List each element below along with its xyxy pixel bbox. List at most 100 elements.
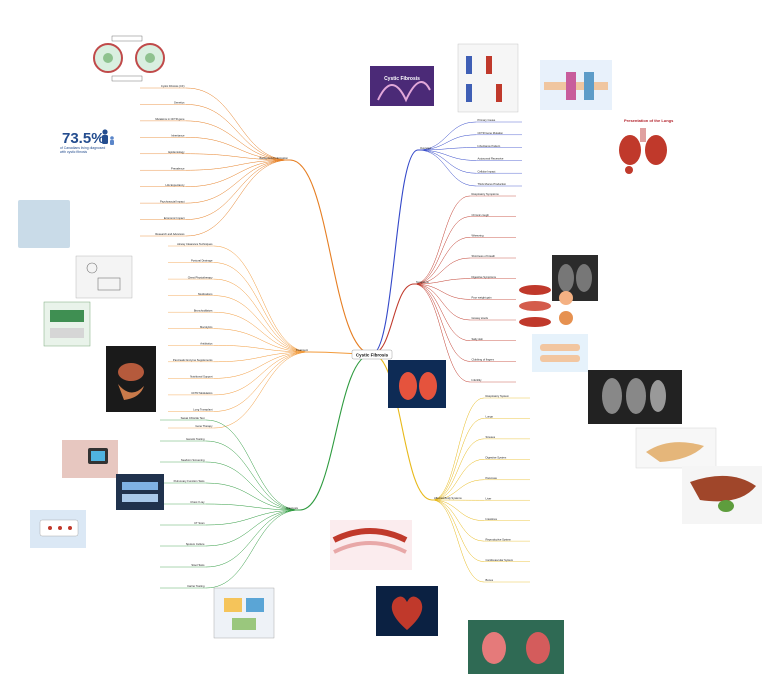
leaf-label[interactable]: Sinuses bbox=[486, 435, 496, 439]
leaf-label[interactable]: Clubbing of fingers bbox=[472, 358, 495, 362]
leaf-label[interactable]: Chest X-ray bbox=[190, 500, 205, 504]
overview-branch-label[interactable]: Overview bbox=[420, 146, 431, 150]
leaf-label[interactable]: Pancreas bbox=[486, 476, 498, 480]
leaf-link bbox=[431, 459, 485, 501]
leaf-link bbox=[185, 159, 291, 204]
leaf-label[interactable]: Autosomal Recessive bbox=[478, 157, 504, 161]
leaf-label[interactable]: Wheezing bbox=[472, 234, 484, 238]
digestive-system-icon bbox=[106, 346, 156, 412]
leaf-label[interactable]: Nutritional Support bbox=[190, 375, 213, 379]
leaf-label[interactable]: Inheritance bbox=[171, 134, 185, 138]
central-topic-label: Cystic Fibrosis bbox=[356, 353, 389, 358]
leaf-link bbox=[417, 134, 477, 151]
leaf-label[interactable]: CFTR Modulators bbox=[191, 391, 213, 395]
leaf-label[interactable]: Medications bbox=[198, 292, 213, 296]
cftr-channel-icon bbox=[540, 60, 612, 110]
leaf-label[interactable]: Greasy stools bbox=[472, 316, 489, 320]
leaf-label[interactable]: Chest Physiotherapy bbox=[188, 275, 213, 279]
leaf-label[interactable]: Sputum Culture bbox=[186, 542, 205, 546]
leaf-label[interactable]: Bronchodilators bbox=[194, 308, 213, 312]
leaf-link bbox=[417, 147, 477, 151]
leaf-link bbox=[431, 479, 485, 501]
leaf-label[interactable]: Gene Therapy bbox=[195, 424, 213, 428]
leaf-label[interactable]: Pancreatic Enzyme Supplements bbox=[173, 358, 213, 362]
leaf-label[interactable]: Economic Impact bbox=[164, 216, 185, 220]
leaf-label[interactable]: Antibiotics bbox=[200, 341, 213, 345]
leaf-label[interactable]: Postural Drainage bbox=[191, 259, 213, 263]
symptoms-branch-label[interactable]: Symptoms bbox=[416, 280, 429, 284]
leaf-link bbox=[413, 283, 471, 321]
leaf-link bbox=[213, 351, 311, 412]
leaf-label[interactable]: Mucolytics bbox=[200, 325, 213, 329]
pill-box-icon bbox=[43, 301, 91, 347]
leaf-link bbox=[213, 351, 311, 429]
leaf-link bbox=[413, 216, 471, 285]
sputum-sample-icon bbox=[519, 285, 573, 327]
leaf-label[interactable]: Liver bbox=[486, 496, 492, 500]
diagnosis-branch-label[interactable]: Diagnosis bbox=[286, 506, 298, 510]
leaf-label[interactable]: Genetics bbox=[174, 101, 185, 105]
leaf-label[interactable]: Sweat Chloride Test bbox=[181, 416, 205, 420]
leaf-label[interactable]: Pulmonary Function Tests bbox=[174, 479, 206, 483]
artery-icon bbox=[330, 520, 412, 570]
leaf-label[interactable]: Inheritance Pattern bbox=[478, 144, 501, 148]
leaf-link bbox=[413, 278, 471, 285]
leaf-link bbox=[431, 499, 485, 583]
chest-xray-icon bbox=[552, 255, 598, 301]
leaf-label[interactable]: Life Expectancy bbox=[166, 183, 186, 187]
inheritance-chart-icon bbox=[213, 587, 275, 639]
leaf-link bbox=[213, 345, 311, 353]
leaf-label[interactable]: Thick Mucus Production bbox=[478, 182, 507, 186]
leaf-label[interactable]: Shortness of breath bbox=[472, 254, 496, 258]
stat-caption: of Canadians living diagnosed with cysti… bbox=[60, 146, 106, 155]
leaf-label[interactable]: Research and Advances bbox=[155, 232, 185, 236]
treatment-branch-label[interactable]: Treatment bbox=[296, 348, 308, 352]
leaf-label[interactable]: Epidemiology bbox=[168, 150, 185, 154]
parent-child-icon bbox=[102, 129, 114, 145]
lungs-caption: Presentation of the Lungs bbox=[624, 118, 674, 123]
leaf-label[interactable]: Lung Transplant bbox=[193, 408, 213, 412]
leaf-label[interactable]: Chronic cough bbox=[472, 213, 490, 217]
leaf-label[interactable]: Cystic Fibrosis (CF) bbox=[161, 84, 185, 88]
leaf-label[interactable]: Digestive Symptoms bbox=[472, 275, 497, 279]
leaf-link bbox=[205, 509, 301, 526]
leaf-link bbox=[417, 149, 477, 187]
affected-body-systems-trunk bbox=[371, 353, 433, 501]
leaf-label[interactable]: Genetic Testing bbox=[186, 437, 205, 441]
leaf-label[interactable]: Mutations in CFTR gene bbox=[155, 117, 185, 121]
leaf-label[interactable]: Reproductive System bbox=[486, 537, 512, 541]
leaf-label[interactable]: Prevalence bbox=[171, 166, 185, 170]
leaf-label[interactable]: CFTR Gene Mutation bbox=[478, 131, 504, 135]
leaf-label[interactable]: Carrier Testing bbox=[187, 584, 205, 588]
leaf-link bbox=[205, 440, 301, 511]
leaf-label[interactable]: Cardiovascular System bbox=[486, 558, 514, 562]
leaf-label[interactable]: CT Scan bbox=[194, 521, 205, 525]
leaf-label[interactable]: Airway Clearance Techniques bbox=[177, 242, 213, 246]
affected-body-systems-branch-label[interactable]: Affected Body Systems bbox=[434, 496, 462, 500]
leaf-label[interactable]: Stool Tests bbox=[191, 563, 205, 567]
leaf-link bbox=[213, 351, 311, 396]
cell-diagram-icon bbox=[93, 35, 165, 82]
leaf-label[interactable]: Poor weight gain bbox=[472, 296, 493, 300]
leaf-link bbox=[431, 397, 485, 501]
leaf-label[interactable]: Digestive System bbox=[486, 456, 508, 460]
leaf-label[interactable]: Cellular Impact bbox=[478, 169, 496, 173]
leaf-label[interactable]: Salty skin bbox=[472, 337, 484, 341]
stat-block: 73.5% of Canadians living diagnosed with… bbox=[60, 129, 114, 155]
leaf-label[interactable]: Bones bbox=[486, 578, 494, 582]
background-info-branch-label[interactable]: Background Information bbox=[259, 156, 288, 160]
leaf-link bbox=[213, 351, 311, 379]
leaf-label[interactable]: Psychosocial Impact bbox=[160, 199, 185, 203]
leaf-link bbox=[213, 262, 311, 353]
leaf-label[interactable]: Intestines bbox=[486, 517, 498, 521]
leaf-label[interactable]: Primary Cause bbox=[478, 118, 496, 122]
leaf-link bbox=[431, 499, 485, 521]
leaf-label[interactable]: Lungs bbox=[486, 415, 494, 419]
leaf-label[interactable]: Respiratory System bbox=[486, 394, 510, 398]
dna-banner-icon: Cystic Fibrosis bbox=[370, 66, 434, 106]
central-node[interactable]: Cystic Fibrosis bbox=[351, 349, 393, 360]
leaf-label[interactable]: Newborn Screening bbox=[181, 458, 205, 462]
leaf-label[interactable]: Respiratory Symptoms bbox=[472, 192, 500, 196]
leaf-label[interactable]: Infertility bbox=[472, 378, 483, 382]
